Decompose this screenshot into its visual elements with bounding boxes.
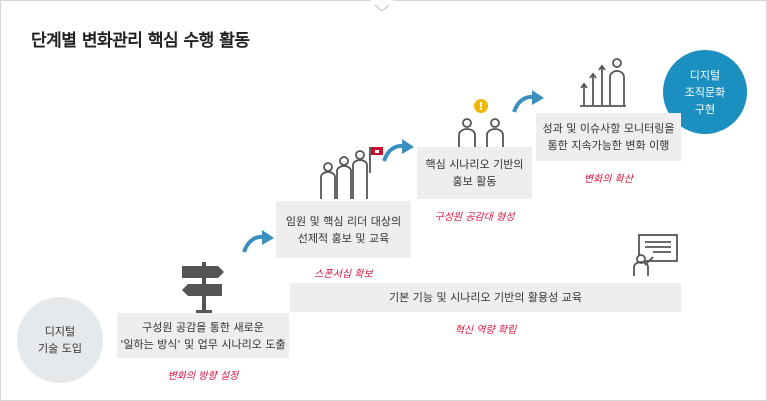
end-circle-line2: 조직문화 xyxy=(684,85,726,99)
leaders-flag-icon xyxy=(320,147,383,199)
step-3-line2: 홍보 활동 xyxy=(452,175,497,188)
top-notch xyxy=(371,0,393,12)
step-4-tag: 변화의 확산 xyxy=(583,174,634,185)
step-1-line1: 구성원 공감을 통한 새로운 xyxy=(142,320,264,334)
start-circle-line2: 기술 도입 xyxy=(38,342,82,355)
start-circle-line1: 디지털 xyxy=(44,325,76,338)
step-3-line1: 핵심 시나리오 기반의 xyxy=(425,158,524,171)
wide-bar: 기본 기능 및 시나리오 기반의 활용성 교육 xyxy=(290,283,681,312)
step-3-tag: 구성원 공감대 형성 xyxy=(434,212,515,223)
progress-arrow-icon xyxy=(382,139,414,162)
step-1-box: 구성원 공감을 통한 새로운 '일하는 방식' 및 업무 시나리오 도출 xyxy=(117,313,289,358)
progress-arrow-icon xyxy=(242,230,274,253)
presentation-board-icon xyxy=(633,234,678,276)
step-2-line2: 선제적 홍보 및 교육 xyxy=(297,231,390,245)
end-circle-line3: 구현 xyxy=(694,102,716,116)
idea-people-icon xyxy=(458,99,504,147)
step-2-line1: 임원 및 핵심 리더 대상의 xyxy=(285,214,402,228)
step-2-tag: 스폰서십 확보 xyxy=(314,269,373,280)
step-4-line2: 통한 지속가능한 변화 이행 xyxy=(547,139,670,152)
signpost-icon xyxy=(182,262,224,313)
wide-bar-label: 기본 기능 및 시나리오 기반의 활용성 교육 xyxy=(388,291,583,304)
diagram-title: 단계별 변화관리 핵심 수행 활동 xyxy=(31,31,250,51)
growth-person-icon xyxy=(580,58,626,107)
step-1-line2: '일하는 방식' 및 업무 시나리오 도출 xyxy=(120,337,286,351)
step-4-line1: 성과 및 이슈사항 모니터링을 xyxy=(542,122,675,135)
wide-bar-tag: 혁신 역량 확립 xyxy=(454,325,517,336)
end-circle-line1: 디지털 xyxy=(689,68,721,82)
progress-arrow-icon xyxy=(512,90,544,113)
step-1-tag: 변화의 방향 설정 xyxy=(167,371,239,382)
